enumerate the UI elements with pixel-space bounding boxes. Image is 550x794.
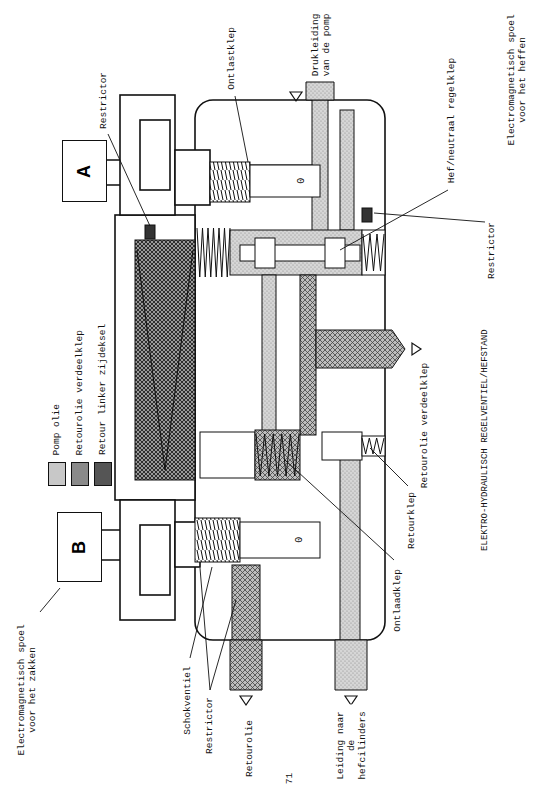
valve-part <box>363 234 384 271</box>
valve-part <box>362 230 385 275</box>
valve-part <box>230 640 262 690</box>
valve-part <box>210 600 236 690</box>
valve-part <box>255 238 275 268</box>
valve-part <box>335 640 367 690</box>
valve-part <box>240 696 252 705</box>
valve-part <box>232 565 260 640</box>
valve-part <box>322 432 362 460</box>
legend-text: Pomp olie <box>52 394 63 456</box>
valve-part <box>195 100 385 640</box>
valve-part <box>235 96 248 162</box>
part-label: Retourklep <box>407 488 418 552</box>
valve-part <box>300 275 316 435</box>
valve-part <box>262 275 276 433</box>
valve-part <box>197 228 230 277</box>
valve-part <box>135 82 405 690</box>
valve-part <box>285 460 394 560</box>
valve-part <box>374 213 485 222</box>
valve-part <box>290 92 302 101</box>
part-label: Restrictor <box>99 68 110 132</box>
valve-symbol: 0 <box>296 176 308 186</box>
connector-box: A <box>62 140 107 202</box>
valve-part <box>325 238 345 268</box>
valve-part <box>40 588 60 612</box>
valve-symbol: 0 <box>294 535 306 545</box>
valve-part <box>108 134 150 226</box>
valve-part <box>240 92 421 705</box>
page-number: 71 <box>285 769 296 787</box>
valve-part <box>340 110 354 230</box>
valve-part <box>135 240 195 480</box>
legend-text: Retourolie verdeelklep <box>75 324 86 456</box>
valve-part <box>412 343 421 355</box>
part-label: Ontlaadklep <box>393 563 404 637</box>
part-label: Schokventiel <box>183 661 194 738</box>
port-label: Retourolie verdeelklep <box>420 359 431 491</box>
legend-text: Retour linker zijdeksel <box>98 319 109 456</box>
valve-part <box>370 448 408 486</box>
part-label: Hef/neutraal regelklep <box>447 54 458 186</box>
valve-part <box>120 500 175 620</box>
legend-swatch <box>94 462 112 486</box>
coil-label: Electromagnetisch spoel voor het zakken <box>17 614 39 766</box>
valve-part <box>210 162 250 202</box>
valve-part <box>40 96 485 690</box>
part-label: Ontlastklep <box>227 22 238 94</box>
valve-part <box>240 522 320 558</box>
valve-part <box>115 215 195 500</box>
valve-part <box>316 330 405 368</box>
valve-part <box>140 120 170 190</box>
valve-part <box>230 230 362 275</box>
part-label: Restrictor <box>205 694 216 756</box>
valve-part <box>250 165 320 197</box>
valve-part <box>340 190 448 250</box>
valve-part <box>145 225 155 239</box>
legend-swatch <box>48 462 66 486</box>
valve-part <box>340 440 360 640</box>
valve-part <box>175 150 210 205</box>
valve-part <box>362 436 385 456</box>
valve-part <box>140 525 170 595</box>
valve-part <box>255 430 300 480</box>
coil-letter: A <box>74 165 95 178</box>
connector-box: B <box>57 512 102 582</box>
valve-part <box>137 250 193 470</box>
valve-part <box>195 518 240 562</box>
port-label: Drukleiding van de pomp <box>311 11 333 79</box>
port-label: Retourolie <box>245 717 256 779</box>
valve-part <box>137 228 384 476</box>
legend-swatch <box>71 462 89 486</box>
figure-caption: ELEKTRO-HYDRAULISCH REGELVENTIEL/HEFSTAN… <box>480 314 490 566</box>
valve-part <box>256 434 299 476</box>
valve-part <box>362 208 372 222</box>
valve-part <box>200 568 210 690</box>
valve-part <box>306 82 334 100</box>
part-label: Restrictor <box>487 218 498 282</box>
coil-label: Electromagnetisch spoel voor het heffen <box>507 9 529 151</box>
coil-letter: B <box>69 541 90 554</box>
valve-part <box>200 432 255 478</box>
valve-part <box>120 95 175 215</box>
port-label: Leiding naar de hefcilinders <box>336 704 369 786</box>
